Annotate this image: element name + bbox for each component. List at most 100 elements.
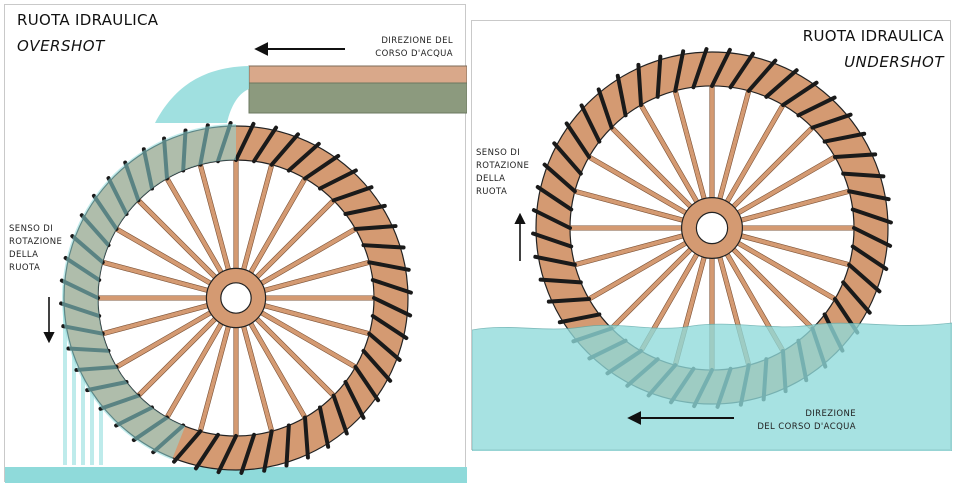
water-drip (90, 327, 94, 465)
overshot-bucket (361, 243, 406, 250)
overshot-bucket (318, 405, 331, 449)
undershot-spoke (573, 188, 686, 224)
undershot-bucket (636, 62, 643, 108)
undershot-spoke (738, 188, 851, 224)
flume-top (248, 65, 467, 84)
undershot-spoke (609, 125, 694, 210)
overshot-spoke (263, 295, 375, 301)
undershot-bucket (655, 54, 663, 99)
undershot-bucket (579, 103, 602, 144)
overshot-bucket (252, 125, 279, 164)
overshot-bucket (303, 153, 341, 181)
undershot-bucket (673, 49, 686, 93)
undershot-bucket (546, 297, 592, 304)
undershot-bucket (841, 280, 872, 315)
water-pour (155, 66, 249, 123)
overshot-spoke (240, 163, 275, 273)
undershot-spoke (738, 232, 851, 268)
overshot-bucket (331, 185, 374, 203)
undershot-bucket (847, 262, 882, 294)
undershot-bucket (557, 312, 602, 325)
overshot-bucket (216, 434, 238, 475)
overshot-subtitle: OVERSHOT (17, 37, 105, 55)
overshot-bucket (303, 415, 310, 460)
undershot-bucket (535, 185, 574, 212)
undershot-bucket (531, 208, 572, 230)
undershot-spoke (730, 125, 815, 210)
overshot-spoke (101, 259, 211, 294)
overshot-spoke (101, 302, 211, 337)
undershot-spoke (672, 89, 708, 202)
undershot-bucket (728, 51, 755, 90)
undershot-bucket (850, 244, 889, 271)
overshot-bucket (318, 168, 358, 191)
overshot-flow-label: DIREZIONE DEL CORSO D'ACQUA (375, 36, 453, 59)
overshot-bucket (370, 277, 413, 295)
overshot-bucket (286, 141, 321, 173)
undershot-bucket (764, 68, 799, 99)
overshot-bucket (353, 224, 398, 231)
overshot-spoke (233, 325, 239, 437)
undershot-bucket (841, 171, 886, 179)
undershot-spoke (569, 225, 684, 231)
undershot-bucket (552, 141, 583, 176)
overshot-bucket (343, 380, 366, 420)
overshot-title: RUOTA IDRAULICA (17, 11, 159, 29)
overshot-spoke (197, 163, 232, 273)
undershot-axle-hole (695, 211, 729, 245)
overshot-spoke (253, 315, 336, 398)
undershot-bucket (531, 231, 574, 249)
undershot-subtitle: UNDERSHOT (844, 53, 944, 71)
undershot-bucket (542, 162, 577, 194)
overshot-bucket (353, 365, 381, 403)
undershot-bucket (564, 121, 592, 159)
undershot-bucket (781, 80, 819, 108)
undershot-bucket (810, 112, 853, 130)
undershot-bucket (850, 207, 893, 225)
undershot-diagram (472, 47, 952, 451)
undershot-bucket (847, 189, 891, 202)
undershot-spoke (716, 89, 752, 202)
overshot-spoke (261, 302, 371, 337)
undershot-spoke (573, 232, 686, 268)
overshot-axle-hole (220, 282, 252, 314)
undershot-bucket (615, 73, 628, 118)
undershot-bucket (832, 152, 878, 159)
undershot-bucket (691, 47, 709, 90)
water-drip (72, 299, 76, 465)
overshot-bucket (193, 432, 220, 471)
overshot-bucket (372, 296, 413, 318)
overshot-spoke (233, 159, 239, 271)
undershot-spoke (709, 85, 715, 200)
undershot-title: RUOTA IDRAULICA (802, 27, 944, 45)
undershot-bucket (852, 226, 893, 248)
overshot-spoke (136, 198, 219, 281)
undershot-rotation-label: SENSO DI ROTAZIONE DELLA RUOTA (476, 148, 530, 197)
overshot-panel: RUOTA IDRAULICA OVERSHOT DIREZIONE DEL C… (4, 4, 467, 483)
overshot-bucket (269, 132, 300, 167)
water-drip (81, 313, 85, 465)
water-in-buckets (62, 124, 237, 460)
flume-body (248, 82, 467, 114)
overshot-bucket (370, 314, 409, 341)
overshot-bucket (343, 203, 387, 216)
undershot-panel: RUOTA IDRAULICA UNDERSHOT SENSO DI ROTAZ… (471, 20, 952, 451)
water-drip (63, 285, 67, 465)
overshot-bucket (239, 432, 257, 475)
overshot-wheel (59, 121, 413, 475)
overshot-spoke (136, 315, 219, 398)
tailwater (5, 467, 467, 483)
overshot-spoke (261, 259, 371, 294)
overshot-bucket (361, 348, 393, 383)
undershot-bucket (746, 58, 778, 93)
undershot-bucket (533, 254, 577, 267)
undershot-spoke (740, 225, 855, 231)
undershot-bucket (796, 95, 837, 118)
overshot-bucket (284, 423, 291, 468)
overshot-bucket (367, 260, 411, 272)
undershot-bucket (538, 277, 583, 285)
undershot-bucket (710, 47, 732, 88)
undershot-flow-label: DIREZIONE DEL CORSO D'ACQUA (757, 409, 856, 432)
overshot-spoke (97, 295, 209, 301)
overshot-spoke (253, 198, 336, 281)
